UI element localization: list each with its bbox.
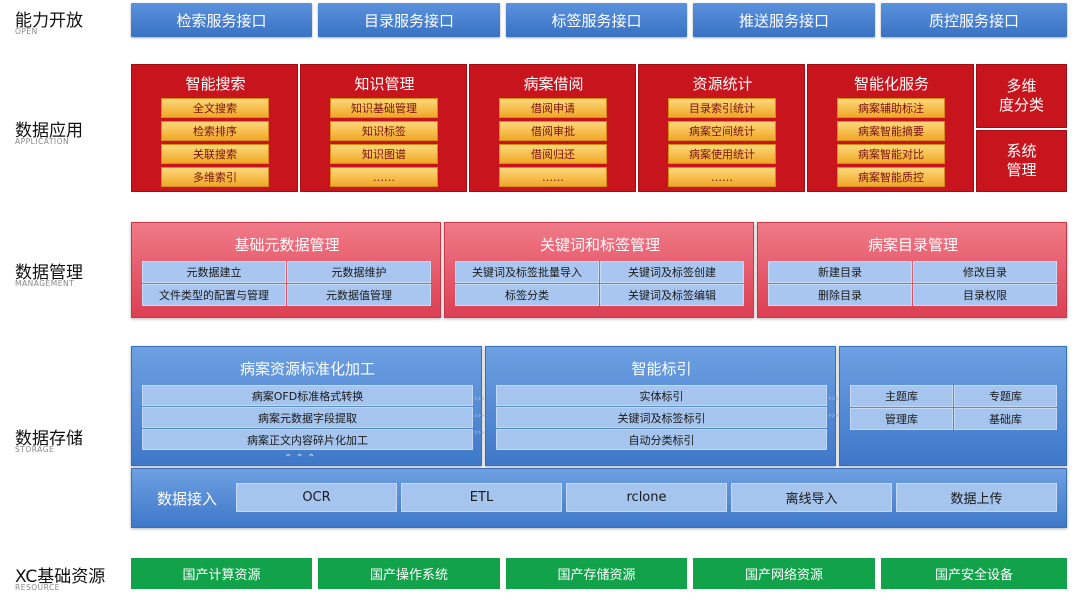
storage-row[interactable]: 病案OFD标准格式转换 <box>142 385 473 406</box>
panel-title: 智能化服务 <box>853 75 929 93</box>
panel-title: 智能搜索 <box>185 75 246 93</box>
app-item[interactable]: 病案智能对比 <box>837 144 945 164</box>
resource-security[interactable]: 国产安全设备 <box>881 558 1067 589</box>
open-service-push[interactable]: 推送服务接口 <box>693 3 875 37</box>
layer-title-resource: XC基础资源 <box>15 567 106 587</box>
chevron-up-icon: ⌃ ⌃ ⌃ <box>284 453 316 464</box>
app-panel-knowledge: 知识管理 知识基础管理 知识标签 知识图谱 …… <box>300 64 467 192</box>
mgmt-cell[interactable]: 元数据建立 <box>142 261 286 283</box>
data-access-rclone[interactable]: rclone <box>566 483 727 512</box>
app-item[interactable]: 知识基础管理 <box>330 98 438 118</box>
resource-compute[interactable]: 国产计算资源 <box>131 558 312 589</box>
arrow-right-icon: ››› <box>474 411 485 421</box>
app-item[interactable]: 知识图谱 <box>330 144 438 164</box>
mgmt-cell[interactable]: 标签分类 <box>455 284 599 306</box>
storage-panel-index: 智能标引 实体标引 关键词及标签标引 自动分类标引 <box>485 346 836 466</box>
open-service-quality[interactable]: 质控服务接口 <box>881 3 1067 37</box>
app-item[interactable]: …… <box>499 167 607 187</box>
data-access-etl[interactable]: ETL <box>401 483 562 512</box>
layer-subtitle-resource: RESOURCE <box>15 583 60 592</box>
mgmt-cell[interactable]: 关键词及标签编辑 <box>600 284 744 306</box>
panel-title: 基础元数据管理 <box>234 236 340 254</box>
app-item[interactable]: 全文搜索 <box>161 98 269 118</box>
resource-os[interactable]: 国产操作系统 <box>318 558 500 589</box>
data-access-ocr[interactable]: OCR <box>236 483 397 512</box>
app-panel-intelligent-service: 智能化服务 病案辅助标注 病案智能摘要 病案智能对比 病案智能质控 <box>807 64 974 192</box>
panel-title: 病案资源标准化加工 <box>239 360 375 378</box>
app-item[interactable]: 借阅申请 <box>499 98 607 118</box>
storage-panel-processing: 病案资源标准化加工 病案OFD标准格式转换 病案元数据字段提取 病案正文内容碎片… <box>131 346 482 466</box>
mgmt-cell[interactable]: 关键词及标签创建 <box>600 261 744 283</box>
mgmt-cell[interactable]: 文件类型的配置与管理 <box>142 284 286 306</box>
app-item[interactable]: 借阅归还 <box>499 144 607 164</box>
app-panel-smart-search: 智能搜索 全文搜索 检索排序 关联搜索 多维索引 <box>131 64 298 192</box>
storage-row[interactable]: 病案元数据字段提取 <box>142 407 473 428</box>
arrow-right-icon: ››› <box>474 394 485 404</box>
storage-row[interactable]: 实体标引 <box>496 385 827 406</box>
mgmt-cell[interactable]: 元数据维护 <box>287 261 431 283</box>
panel-title: 智能标引 <box>631 360 692 378</box>
panel-title: 资源统计 <box>692 75 753 93</box>
app-panel-borrow: 病案借阅 借阅申请 借阅审批 借阅归还 …… <box>469 64 636 192</box>
app-item[interactable]: …… <box>668 167 776 187</box>
data-access-upload[interactable]: 数据上传 <box>896 483 1057 512</box>
mgmt-panel-catalog: 病案目录管理 新建目录 修改目录 删除目录 目录权限 <box>757 222 1067 318</box>
mgmt-panel-metadata: 基础元数据管理 元数据建立 元数据维护 文件类型的配置与管理 元数据值管理 <box>131 222 441 318</box>
app-item[interactable]: 关联搜索 <box>161 144 269 164</box>
library-cell[interactable]: 管理库 <box>850 408 953 430</box>
app-item[interactable]: 借阅审批 <box>499 121 607 141</box>
data-access-offline-import[interactable]: 离线导入 <box>731 483 892 512</box>
storage-row[interactable]: 关键词及标签标引 <box>496 407 827 428</box>
app-item[interactable]: 病案使用统计 <box>668 144 776 164</box>
app-item[interactable]: 多维索引 <box>161 167 269 187</box>
arrow-right-icon: ››› <box>828 394 839 404</box>
app-item[interactable]: 病案智能质控 <box>837 167 945 187</box>
mgmt-cell[interactable]: 新建目录 <box>768 261 912 283</box>
layer-title-application: 数据应用 <box>15 121 83 141</box>
mgmt-panel-keywords-tags: 关键词和标签管理 关键词及标签批量导入 关键词及标签创建 标签分类 关键词及标签… <box>444 222 754 318</box>
layer-title-management: 数据管理 <box>15 263 83 283</box>
library-cell[interactable]: 主题库 <box>850 385 953 407</box>
app-multi-dim-classification[interactable]: 多维 度分类 <box>976 64 1067 128</box>
mgmt-cell[interactable]: 修改目录 <box>913 261 1057 283</box>
mgmt-cell[interactable]: 元数据值管理 <box>287 284 431 306</box>
open-service-tag[interactable]: 标签服务接口 <box>506 3 687 37</box>
app-item[interactable]: 病案空间统计 <box>668 121 776 141</box>
mgmt-cell[interactable]: 删除目录 <box>768 284 912 306</box>
storage-panel-libraries: 主题库 专题库 管理库 基础库 <box>839 346 1067 466</box>
layer-subtitle-open: OPEN <box>15 27 38 36</box>
open-service-search[interactable]: 检索服务接口 <box>131 3 312 37</box>
app-panel-statistics: 资源统计 目录索引统计 病案空间统计 病案使用统计 …… <box>638 64 805 192</box>
arrow-right-icon: ››› <box>474 428 485 438</box>
library-cell[interactable]: 基础库 <box>954 408 1057 430</box>
layer-title-open: 能力开放 <box>15 11 83 31</box>
resource-storage[interactable]: 国产存储资源 <box>506 558 687 589</box>
panel-title: 病案借阅 <box>523 75 584 93</box>
panel-title: 病案目录管理 <box>867 236 958 254</box>
panel-title: 关键词和标签管理 <box>539 236 660 254</box>
app-item[interactable]: 检索排序 <box>161 121 269 141</box>
panel-title: 知识管理 <box>354 75 415 93</box>
library-cell[interactable]: 专题库 <box>954 385 1057 407</box>
storage-row[interactable]: 病案正文内容碎片化加工 <box>142 429 473 450</box>
mgmt-cell[interactable]: 关键词及标签批量导入 <box>455 261 599 283</box>
layer-subtitle-application: APPLICATION <box>15 137 70 146</box>
app-item[interactable]: 知识标签 <box>330 121 438 141</box>
app-item[interactable]: 病案智能摘要 <box>837 121 945 141</box>
layer-subtitle-storage: STORAGE <box>15 445 55 454</box>
open-service-catalog[interactable]: 目录服务接口 <box>318 3 500 37</box>
arrow-right-icon: ››› <box>828 411 839 421</box>
layer-subtitle-management: MANAGEMENT <box>15 279 75 288</box>
app-item[interactable]: 病案辅助标注 <box>837 98 945 118</box>
storage-row[interactable]: 自动分类标引 <box>496 429 827 450</box>
layer-title-storage: 数据存储 <box>15 429 83 449</box>
app-system-management[interactable]: 系统 管理 <box>976 130 1067 192</box>
app-item[interactable]: …… <box>330 167 438 187</box>
resource-network[interactable]: 国产网络资源 <box>693 558 875 589</box>
app-item[interactable]: 目录索引统计 <box>668 98 776 118</box>
data-access-label: 数据接入 <box>157 490 218 508</box>
storage-panel-data-access: 数据接入 OCR ETL rclone 离线导入 数据上传 <box>131 468 1067 528</box>
mgmt-cell[interactable]: 目录权限 <box>913 284 1057 306</box>
